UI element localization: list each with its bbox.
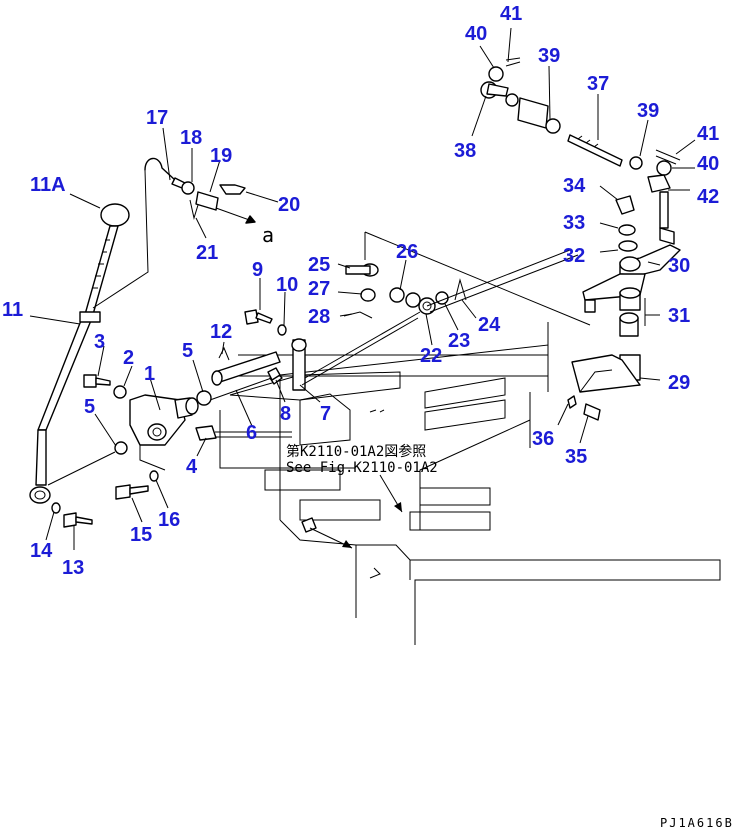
arrow-ref-a: a bbox=[262, 223, 274, 247]
label-20: 20 bbox=[278, 194, 300, 216]
label-26: 26 bbox=[396, 241, 418, 263]
label-14: 14 bbox=[30, 540, 53, 562]
label-35: 35 bbox=[565, 446, 587, 468]
rod-37-assembly bbox=[480, 57, 681, 229]
connector-plug bbox=[301, 409, 403, 549]
leader-lines bbox=[29, 27, 696, 550]
reference-note-en: See Fig.K2110-01A2 bbox=[286, 460, 438, 476]
label-19: 19 bbox=[210, 145, 232, 167]
label-24: 24 bbox=[478, 314, 501, 336]
label-41-top: 41 bbox=[500, 3, 522, 25]
label-17: 17 bbox=[146, 107, 168, 129]
label-21: 21 bbox=[196, 242, 218, 264]
label-36: 36 bbox=[532, 428, 554, 450]
label-5-lower: 5 bbox=[84, 396, 95, 418]
label-18: 18 bbox=[180, 127, 202, 149]
label-37: 37 bbox=[587, 73, 609, 95]
bracket-1 bbox=[129, 394, 199, 471]
label-31: 31 bbox=[668, 305, 690, 327]
rod-4 bbox=[195, 425, 292, 441]
label-11A: 11A bbox=[30, 174, 66, 196]
joint-19-group: a bbox=[181, 181, 274, 247]
label-29: 29 bbox=[668, 372, 690, 394]
label-34: 34 bbox=[563, 175, 586, 197]
label-16: 16 bbox=[158, 509, 180, 531]
label-40-top: 40 bbox=[465, 23, 487, 45]
small-parts-center bbox=[218, 249, 579, 381]
label-9: 9 bbox=[252, 259, 263, 281]
label-40-right: 40 bbox=[697, 153, 719, 175]
label-10: 10 bbox=[276, 274, 298, 296]
label-23: 23 bbox=[448, 330, 470, 352]
label-25: 25 bbox=[308, 254, 330, 276]
part-labels: 41 40 39 37 38 39 41 40 34 42 33 32 30 3… bbox=[2, 3, 719, 579]
label-8: 8 bbox=[280, 403, 291, 425]
small-parts-left bbox=[47, 374, 159, 528]
label-27: 27 bbox=[308, 278, 330, 300]
label-12: 12 bbox=[210, 321, 232, 343]
label-32: 32 bbox=[563, 245, 585, 267]
label-38: 38 bbox=[454, 140, 476, 162]
label-6: 6 bbox=[246, 422, 257, 444]
label-3: 3 bbox=[94, 331, 105, 353]
label-13: 13 bbox=[62, 557, 84, 579]
label-41-right: 41 bbox=[697, 123, 719, 145]
arm-30-assembly bbox=[567, 195, 681, 421]
label-22: 22 bbox=[420, 345, 442, 367]
floor-panel bbox=[209, 231, 721, 645]
label-28: 28 bbox=[308, 306, 330, 328]
label-11: 11 bbox=[2, 299, 23, 321]
label-4: 4 bbox=[186, 456, 198, 478]
reference-note-jp: 第K2110-01A2図参照 bbox=[286, 443, 426, 460]
label-7: 7 bbox=[320, 403, 331, 425]
label-42: 42 bbox=[697, 186, 719, 208]
label-2: 2 bbox=[123, 347, 134, 369]
label-1: 1 bbox=[144, 363, 155, 385]
label-33: 33 bbox=[563, 212, 585, 234]
drawing-code: PJ1A616B bbox=[660, 816, 734, 830]
label-5-upper: 5 bbox=[182, 340, 193, 362]
label-39-left: 39 bbox=[538, 45, 560, 67]
label-39-right: 39 bbox=[637, 100, 659, 122]
rod-17 bbox=[92, 157, 186, 309]
lever-11 bbox=[29, 203, 130, 504]
label-30: 30 bbox=[668, 255, 690, 277]
label-15: 15 bbox=[130, 524, 152, 546]
